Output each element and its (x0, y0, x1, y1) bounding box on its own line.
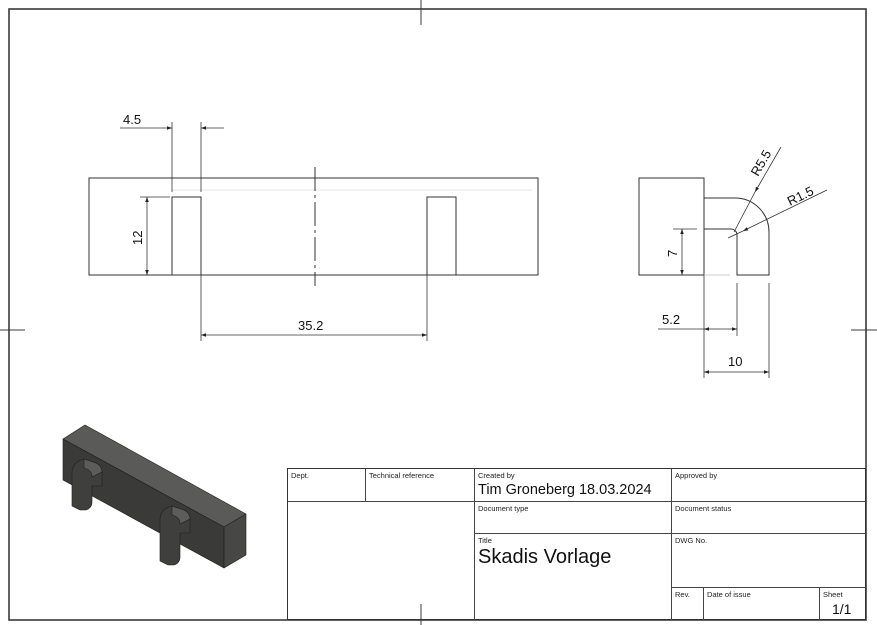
cell-dept: Dept. (288, 469, 366, 502)
dim-hook-offset: 5.2 (662, 312, 680, 327)
approved-by-label: Approved by (675, 471, 718, 480)
technical-reference-label: Technical reference (369, 471, 435, 480)
dim-inner-radius: R1.5 (785, 183, 816, 209)
title-block: Dept. Technical reference Created by Tim… (287, 468, 866, 620)
document-type-label: Document type (478, 504, 529, 513)
dim-hook-height: 7 (665, 250, 680, 257)
side-view (638, 177, 770, 276)
title-value: Skadis Vorlage (478, 546, 612, 568)
dim-hook-depth: 10 (728, 354, 742, 369)
dim-outer-radius: R5.5 (748, 147, 775, 178)
dwg-no-label: DWG No. (675, 536, 708, 545)
side-view-dimensions (658, 146, 828, 378)
dim-slot-spacing: 35.2 (298, 318, 323, 333)
cell-document-status: Document status (672, 502, 866, 534)
created-by-value: Tim Groneberg 18.03.2024 (478, 482, 652, 498)
sheet-label: Sheet (823, 590, 843, 599)
cell-title: Title Skadis Vorlage (475, 534, 672, 620)
cell-rev: Rev. (672, 588, 704, 620)
cell-document-type: Document type (475, 502, 672, 534)
dim-slot-width: 4.5 (123, 112, 141, 127)
cell-technical-reference: Technical reference (366, 469, 475, 502)
rev-label: Rev. (675, 590, 690, 599)
cell-date-of-issue: Date of issue (704, 588, 820, 620)
title-label: Title (478, 536, 492, 545)
cell-sheet: Sheet 1/1 (820, 588, 866, 620)
front-view (88, 167, 539, 286)
front-view-dimensions (120, 122, 428, 341)
created-by-label: Created by (478, 471, 515, 480)
cell-created-by: Created by Tim Groneberg 18.03.2024 (475, 469, 672, 502)
sheet-value: 1/1 (832, 601, 852, 617)
dept-label: Dept. (291, 471, 309, 480)
date-of-issue-label: Date of issue (707, 590, 751, 599)
document-status-label: Document status (675, 504, 732, 513)
dim-slot-height: 12 (130, 231, 145, 245)
cell-dwg-no: DWG No. (672, 534, 866, 588)
isometric-model (62, 424, 247, 569)
cell-approved-by: Approved by (672, 469, 866, 502)
cell-empty-area (288, 502, 475, 620)
